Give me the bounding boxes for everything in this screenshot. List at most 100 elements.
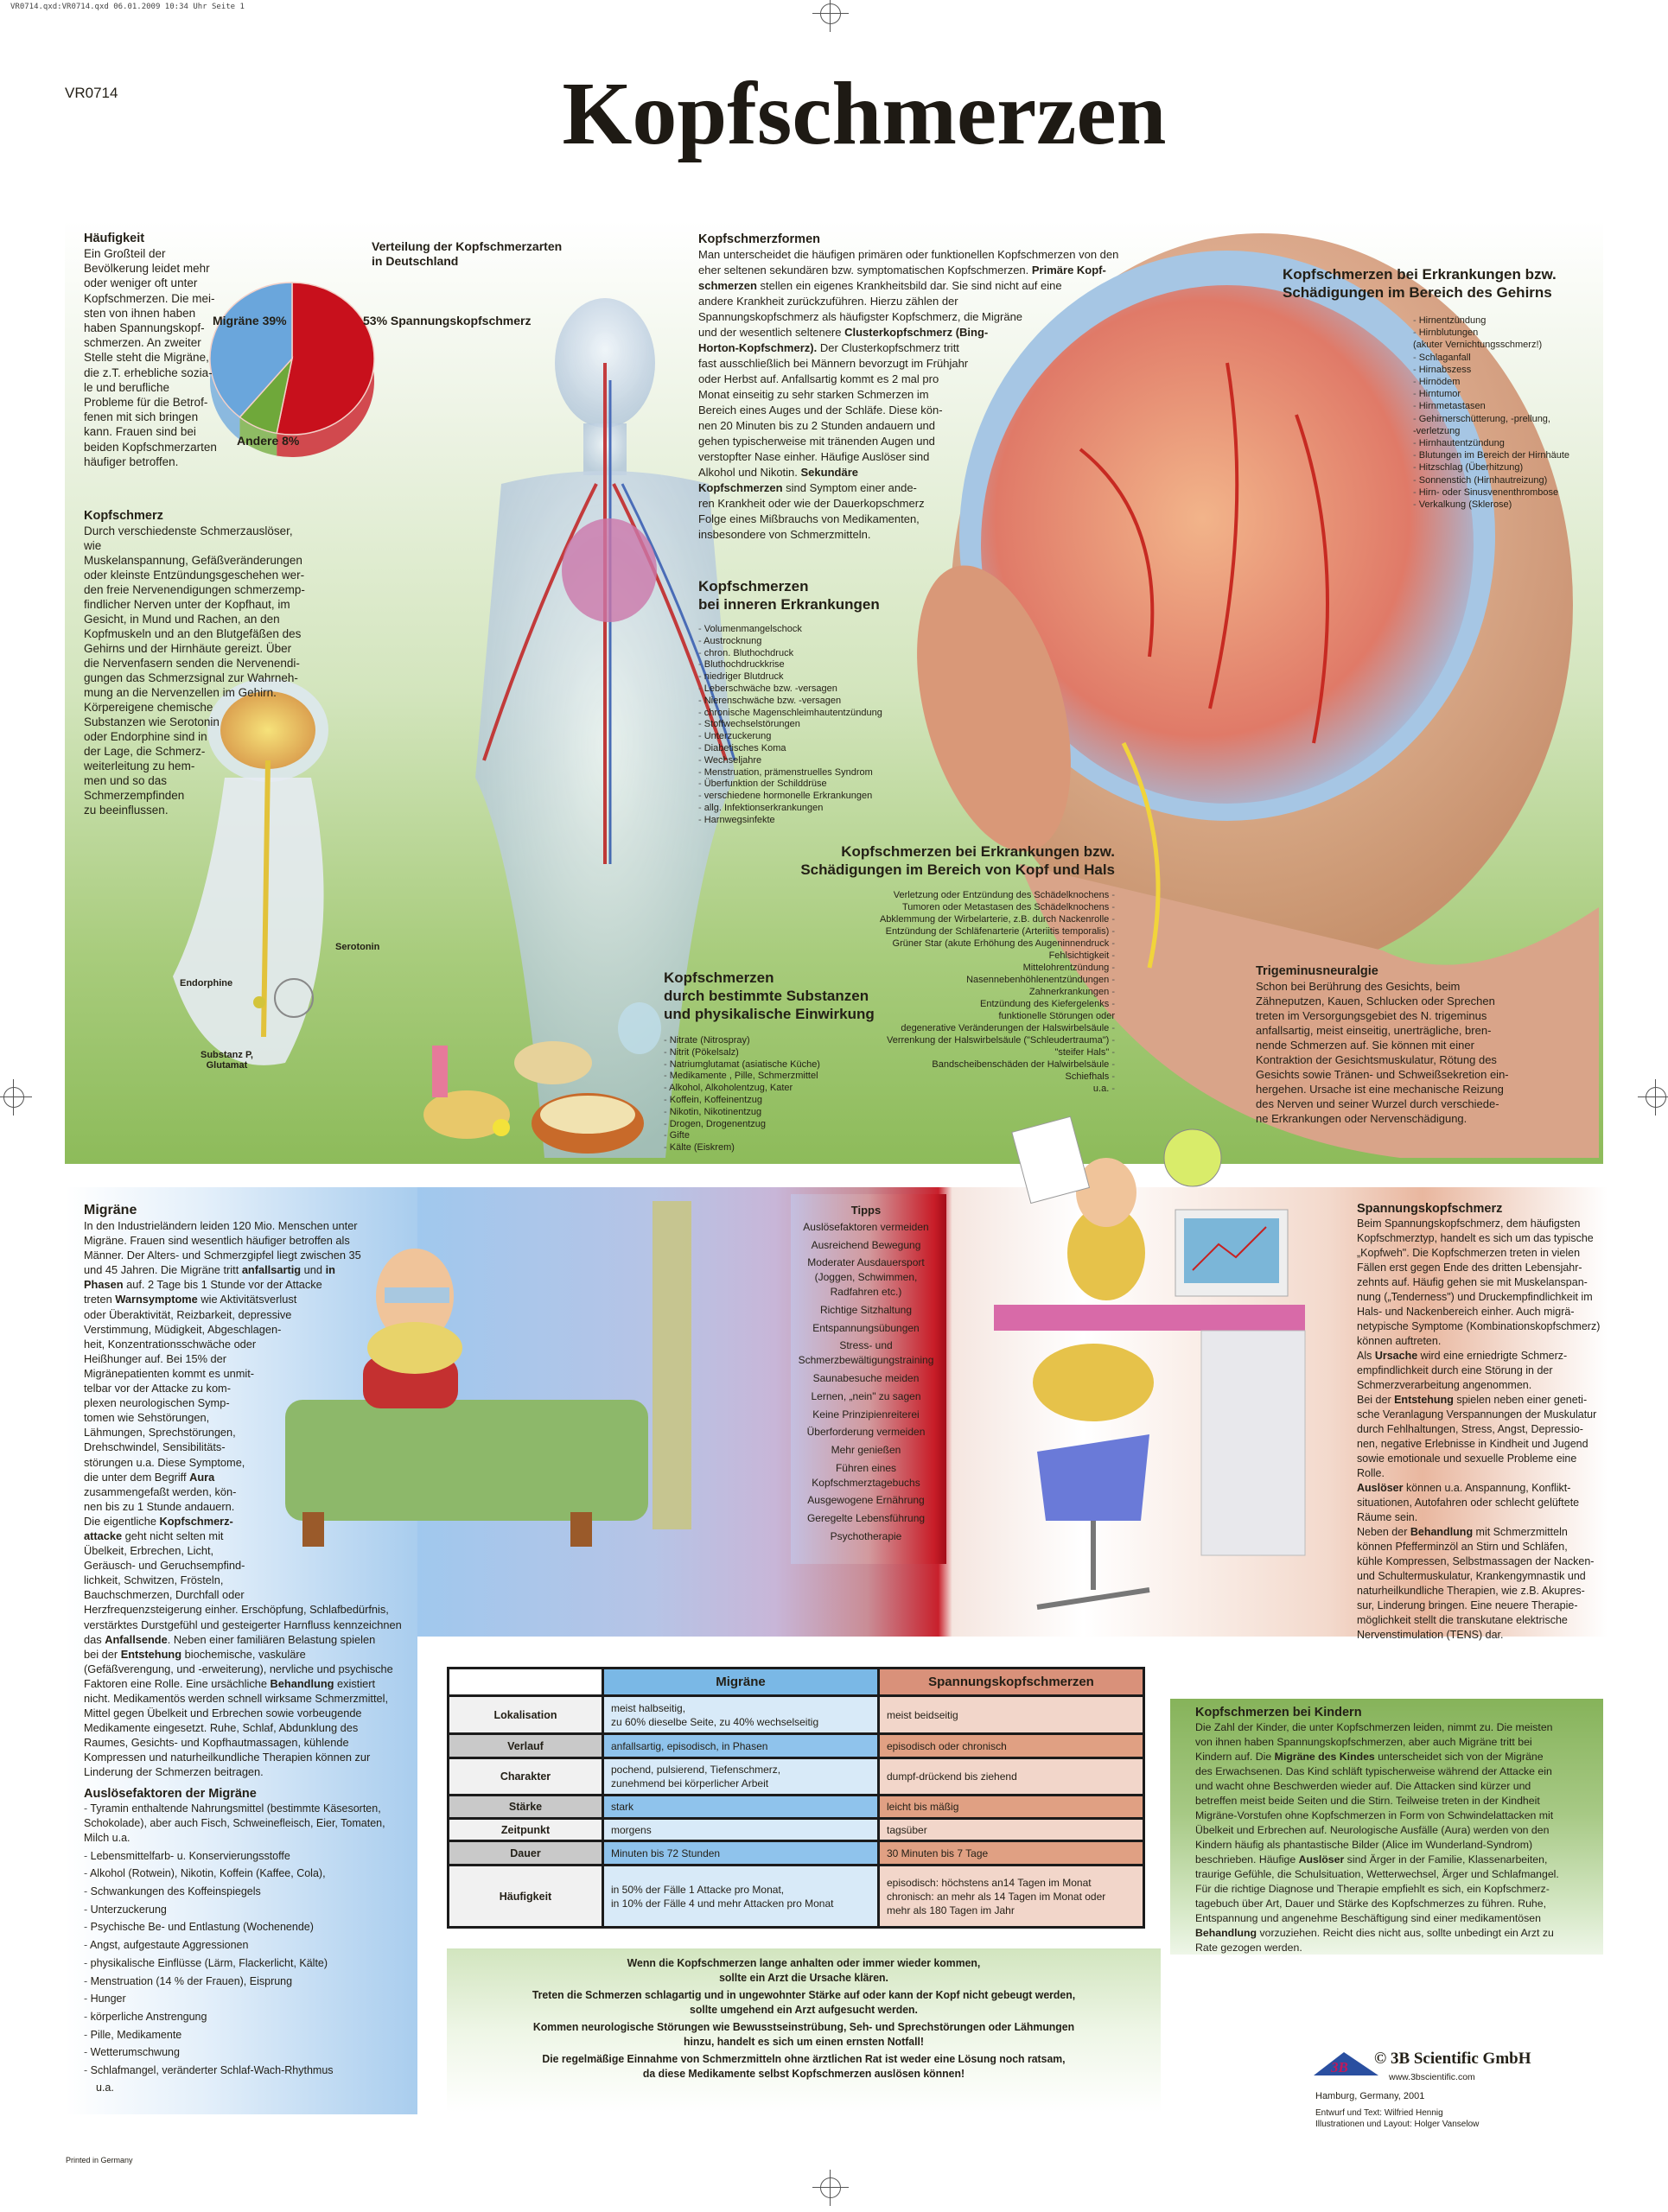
list-item: Tyramin enthaltende Nahrungsmittel (best… bbox=[84, 1802, 421, 1846]
pie-slice-migrne bbox=[209, 282, 293, 418]
section-text: Die Zahl der Kinder, die unter Kopfschme… bbox=[1195, 1720, 1601, 1955]
list-item: chronische Magenschleimhautentzündung bbox=[698, 708, 958, 720]
bold-term: Entstehung bbox=[1394, 1394, 1454, 1406]
text-run: stellen ein eigenes Krankheitsbild dar. … bbox=[698, 279, 1062, 339]
section-heading: Kopfschmerzen bei inneren Erkrankungen bbox=[698, 578, 880, 613]
warning-panel bbox=[447, 1948, 1161, 2113]
bold-term: Anfallsende bbox=[105, 1632, 168, 1646]
list-item: Drogen, Drogenentzug bbox=[664, 1119, 923, 1131]
list-item: Hunger bbox=[84, 1992, 421, 2006]
bold-term: Aura bbox=[189, 1470, 215, 1484]
list-item: Pille, Medikamente bbox=[84, 2028, 421, 2043]
list-item: Entzündung des Kiefergelenks bbox=[769, 998, 1115, 1010]
crop-mark-icon bbox=[812, 0, 849, 32]
list-item: Fehlsichtigkeit bbox=[769, 950, 1115, 962]
text-run: Der Clusterkopfschmerz tritt fast aussch… bbox=[698, 341, 969, 479]
list-item: Schlafmangel, veränderter Schlaf-Wach-Rh… bbox=[84, 2063, 421, 2078]
section-heading: Kopfschmerz bbox=[84, 509, 163, 523]
section-heading: Häufigkeit bbox=[84, 232, 145, 245]
tip-item: Auslösefaktoren vermeiden bbox=[803, 1221, 929, 1233]
cell-migraene: anfallsartig, episodisch, in Phasen bbox=[602, 1732, 880, 1759]
gehirn-list: HirnentzündungHirnblutungen (akuter Vern… bbox=[1413, 315, 1603, 511]
page-title: Kopfschmerzen bbox=[562, 64, 1167, 163]
kopf-hals-list: Verletzung oder Entzündung des Schädelkn… bbox=[769, 889, 1115, 1095]
bold-term: anfallsartig bbox=[241, 1263, 302, 1277]
logo-3b: 3B bbox=[1331, 2059, 1348, 2075]
text-run: . Neben einer familiären Belastung spiel… bbox=[84, 1632, 376, 1661]
tip-item: Überforderung vermeiden bbox=[806, 1426, 926, 1439]
list-item: Nikotin, Nikotinentzug bbox=[664, 1107, 923, 1119]
list-item: Hirnhautentzündung bbox=[1413, 437, 1603, 449]
label-endorphine: Endorphine bbox=[180, 978, 233, 988]
list-item: Bluthochdruckkrise bbox=[698, 659, 958, 671]
list-item: Nierenschwäche bzw. -versagen bbox=[698, 696, 958, 708]
text-run: In den Industrieländern leiden 120 Mio. … bbox=[84, 1219, 361, 1277]
list-item: Wetterumschwung bbox=[84, 2045, 421, 2060]
list-item: u.a. bbox=[769, 1083, 1115, 1095]
bold-term: Auslöser bbox=[1298, 1853, 1345, 1866]
text-run: unterscheidet sich von der Migräne des E… bbox=[1195, 1751, 1554, 1866]
bold-term: Auslöser bbox=[1357, 1482, 1404, 1494]
list-item: Schlaganfall bbox=[1413, 352, 1603, 364]
list-item: Hirnblutungen (akuter Vernichtungsschmer… bbox=[1413, 327, 1603, 351]
tips-red-column bbox=[791, 1194, 946, 1564]
ausloesefaktoren-section: Auslösefaktoren der Migräne Tyramin enth… bbox=[84, 1786, 421, 2094]
row-label: Verlauf bbox=[447, 1732, 604, 1759]
cell-spannung: dumpf-drückend bis ziehend bbox=[877, 1757, 1145, 1796]
tip-item: Entspannungsübungen bbox=[812, 1321, 920, 1334]
list-item: Natriumglutamat (asiatische Küche) bbox=[664, 1059, 923, 1071]
list-item: Austrocknung bbox=[698, 636, 958, 648]
list-item: Hirntumor bbox=[1413, 388, 1603, 400]
column-header-migraene: Migräne bbox=[602, 1667, 880, 1697]
pie-label-andere: Andere 8% bbox=[237, 434, 300, 448]
table-row: Dauer Minuten bis 72 Stunden 30 Minuten … bbox=[447, 1840, 1145, 1866]
warning-paragraph: Die regelmäßige Einnahme von Schmerzmitt… bbox=[542, 2052, 1066, 2080]
section-text: Ein Großteil der Bevölkerung leidet mehr… bbox=[84, 247, 217, 468]
text-run: wie Aktivitätsverlust oder Überaktivität… bbox=[84, 1293, 297, 1484]
list-item: Schwankungen des Koffeinspiegels bbox=[84, 1885, 421, 1899]
list-item: Unterzuckerung bbox=[698, 731, 958, 743]
text-run: auf. 2 Tage bis 1 Stunde vor der Attacke… bbox=[84, 1278, 322, 1306]
label-substanz-p: Substanz P, Glutamat bbox=[201, 1050, 253, 1071]
list-item: Schiefhals bbox=[769, 1071, 1115, 1083]
migraene-section: Migräne In den Industrieländern leiden 1… bbox=[84, 1203, 430, 1780]
cell-migraene: morgens bbox=[602, 1817, 880, 1842]
publisher-copyright: © 3B Scientific GmbH bbox=[1374, 2050, 1531, 2068]
list-item: "steifer Hals" bbox=[769, 1046, 1115, 1058]
text-run: können u.a. Anspannung, Konflikt- situat… bbox=[1357, 1482, 1580, 1538]
list-item: Nitrit (Pökelsalz) bbox=[664, 1047, 923, 1059]
list-item: Medikamente , Pille, Schmerzmittel bbox=[664, 1071, 923, 1083]
bold-term: Kopfschmerz- attacke bbox=[84, 1514, 233, 1542]
cell-migraene: Minuten bis 72 Stunden bbox=[602, 1840, 880, 1866]
list-item: Hitzschlag (Überhitzung) bbox=[1413, 461, 1603, 474]
tip-item: Richtige Sitzhaltung bbox=[819, 1304, 913, 1317]
row-label: Stärke bbox=[447, 1794, 604, 1820]
warning-paragraph: Kommen neurologische Störungen wie Bewus… bbox=[532, 2020, 1075, 2048]
row-label: Dauer bbox=[447, 1840, 604, 1866]
section-heading: Spannungskopfschmerz bbox=[1357, 1202, 1503, 1216]
bold-term: Clusterkopfschmerz (Bing- Horton-Kopfsch… bbox=[698, 326, 989, 354]
list-item: Gifte bbox=[664, 1130, 923, 1142]
credit-illustration: Illustrationen und Layout: Holger Vansel… bbox=[1315, 2120, 1480, 2129]
list-item: Diabetisches Koma bbox=[698, 743, 958, 755]
section-text: Man unterscheidet die häufigen primären … bbox=[698, 247, 1130, 543]
publisher-url[interactable]: www.3bscientific.com bbox=[1389, 2072, 1475, 2082]
table-corner bbox=[447, 1667, 604, 1697]
bold-term: Behandlung bbox=[270, 1676, 334, 1690]
list-item: Psychische Be- und Entlastung (Wochenend… bbox=[84, 1920, 421, 1935]
table-row: Stärke stark leicht bis mäßig bbox=[447, 1794, 1145, 1820]
warning-section: Wenn die Kopfschmerzen lange anhalten od… bbox=[447, 1956, 1161, 2084]
list-item: Verkalkung (Sklerose) bbox=[1413, 499, 1603, 511]
text-run: existiert nicht. Medikamentös werden sch… bbox=[84, 1676, 389, 1779]
tip-item: Lernen, „nein" zu sagen bbox=[811, 1389, 921, 1402]
pie-label-spannung: 53% Spannungskopfschmerz bbox=[363, 314, 532, 327]
list-item: Lebensmittelfarb- u. Konservierungsstoff… bbox=[84, 1849, 421, 1864]
row-label: Lokalisation bbox=[447, 1694, 604, 1735]
cell-spannung: tagsüber bbox=[877, 1817, 1145, 1842]
list-item: Abklemmung der Wirbelarterie, z.B. durch… bbox=[769, 913, 1115, 925]
text-run: mit Schmerzmitteln können Pfefferminzöl … bbox=[1357, 1526, 1595, 1641]
bold-term: in Phasen bbox=[84, 1263, 335, 1292]
text-run: und bbox=[301, 1263, 326, 1277]
credit-design: Entwurf und Text: Wilfried Hennig bbox=[1315, 2108, 1443, 2118]
list-item: niedriger Blutdruck bbox=[698, 671, 958, 683]
